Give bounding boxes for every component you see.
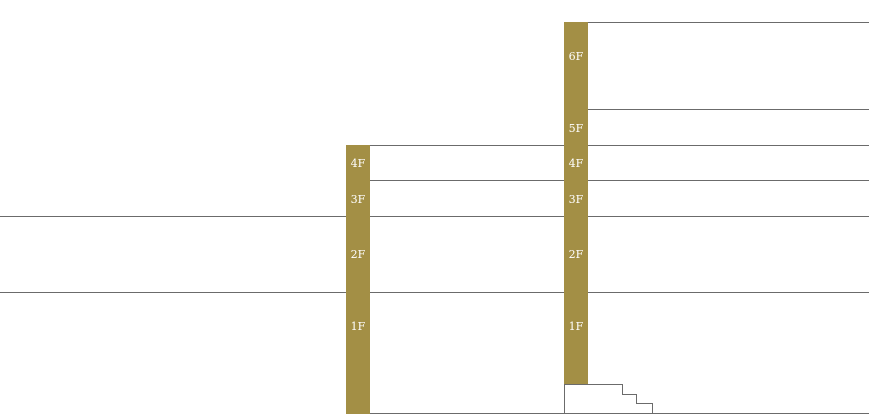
stair-steps xyxy=(564,384,653,414)
column-right xyxy=(564,22,588,384)
left-label-4f: 4F xyxy=(351,157,366,170)
floor-labels: 4F 3F 2F 1F 6F 5F 4F 3F 2F 1F xyxy=(351,50,584,333)
left-label-1f: 1F xyxy=(351,320,366,333)
stair-outline xyxy=(564,384,653,414)
right-label-2f: 2F xyxy=(569,248,584,261)
column-left xyxy=(346,145,370,414)
left-label-3f: 3F xyxy=(351,193,366,206)
right-label-5f: 5F xyxy=(569,122,584,135)
right-label-6f: 6F xyxy=(569,50,584,63)
right-label-4f: 4F xyxy=(569,157,584,170)
right-label-3f: 3F xyxy=(569,193,584,206)
floor-columns xyxy=(346,22,588,414)
left-label-2f: 2F xyxy=(351,248,366,261)
floor-lines xyxy=(0,22,869,414)
right-label-1f: 1F xyxy=(569,320,584,333)
